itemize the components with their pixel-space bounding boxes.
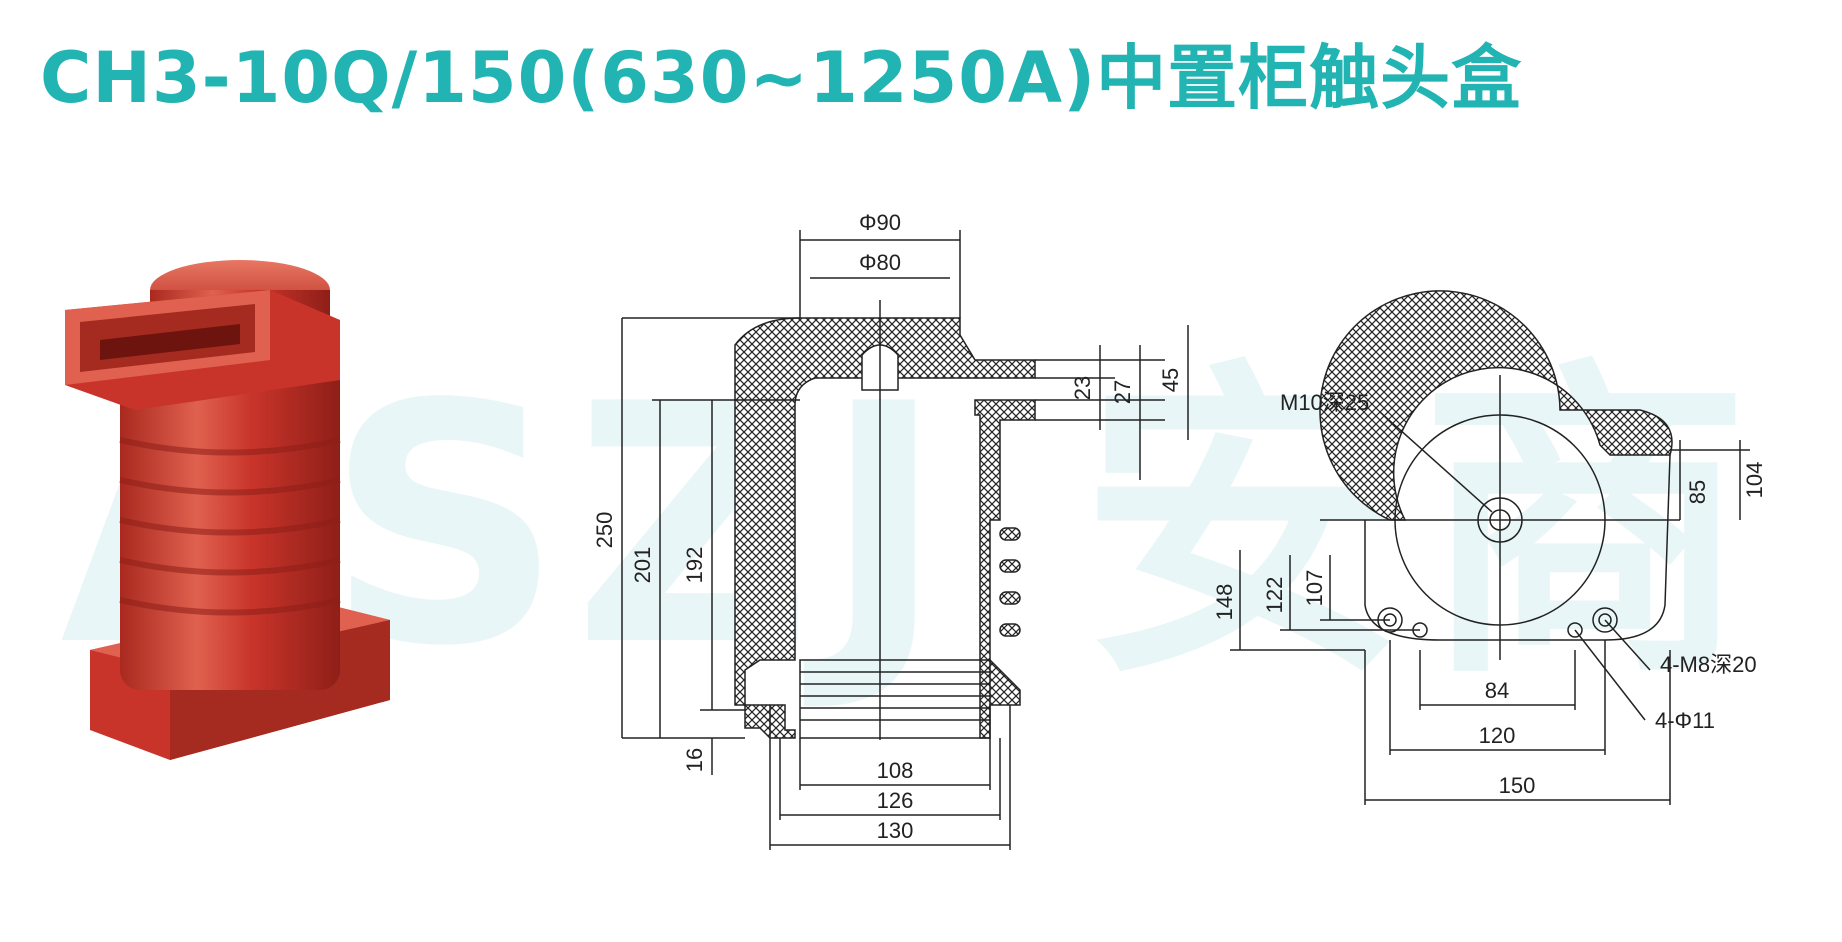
dim-w126: 126 [877, 788, 914, 813]
dim-phi90: Φ90 [859, 210, 901, 235]
dim-w120: 120 [1479, 723, 1516, 748]
front-section-wall [734, 317, 1036, 739]
top-hole-m8-right [1592, 607, 1618, 633]
top-outer-ring [1319, 290, 1673, 521]
dim-w84: 84 [1485, 678, 1509, 703]
front-section-right-wall [974, 399, 1036, 739]
dim-w150: 150 [1499, 773, 1536, 798]
dim-h201: 201 [630, 547, 655, 584]
dim-h250: 250 [592, 512, 617, 549]
label-m8: 4-M8深20 [1660, 652, 1757, 677]
dim-phi80: Φ80 [859, 250, 901, 275]
front-bore-threads [800, 671, 990, 721]
dim-h27: 27 [1110, 380, 1135, 404]
dim-h23: 23 [1070, 376, 1095, 400]
dim-h148: 148 [1212, 584, 1237, 621]
top-view [1230, 290, 1750, 805]
dim-h16: 16 [682, 748, 707, 772]
dim-w108: 108 [877, 758, 914, 783]
dim-h192: 192 [682, 547, 707, 584]
dim-h45: 45 [1158, 368, 1183, 392]
photo-ribs [119, 437, 341, 616]
top-hole-phi11-right [1567, 622, 1583, 638]
dim-h85: 85 [1685, 480, 1710, 504]
front-bore [799, 659, 991, 739]
dim-w130: 130 [877, 818, 914, 843]
front-fins [999, 527, 1021, 637]
top-base-outline [1364, 454, 1671, 641]
page-title: CH3-10Q/150(630~1250A)中置柜触头盒 [40, 37, 1523, 119]
product-photo [65, 260, 390, 760]
label-phi11: 4-Φ11 [1655, 708, 1715, 733]
dim-h104: 104 [1742, 462, 1767, 499]
dim-h122: 122 [1262, 577, 1287, 614]
front-section-view [621, 230, 1189, 850]
label-m10: M10深25 [1280, 390, 1369, 415]
dim-h107: 107 [1302, 570, 1327, 607]
